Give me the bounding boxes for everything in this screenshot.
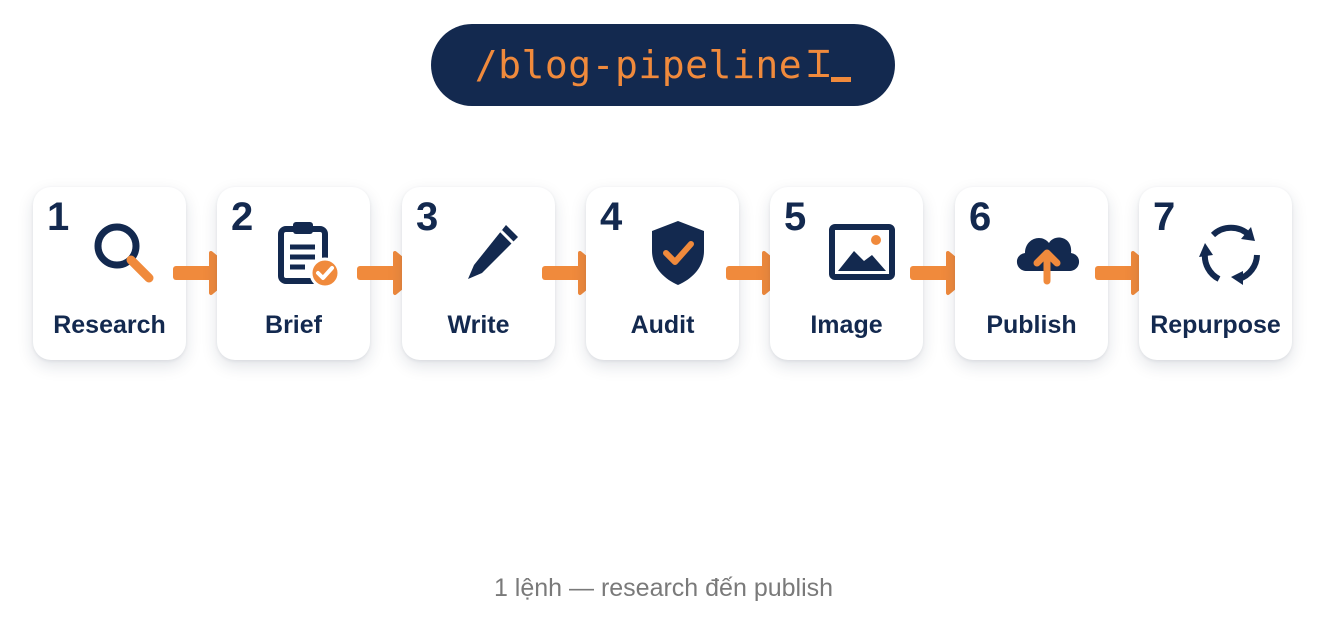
command-text: /blog-pipeline [474, 43, 803, 87]
step-label: Research [53, 311, 166, 339]
command-pill: /blog-pipeline Ɪ [431, 24, 895, 106]
step-number: 4 [600, 195, 623, 239]
step-number: 1 [47, 195, 70, 239]
cycle-arrows-icon [1191, 213, 1271, 293]
step-number: 6 [969, 195, 992, 239]
step-label: Publish [986, 311, 1077, 339]
step-number: 3 [416, 195, 439, 239]
step-label: Write [447, 311, 510, 339]
step-label: Brief [265, 311, 322, 339]
underscore-cursor-icon [831, 76, 852, 82]
cloud-upload-icon [1007, 213, 1087, 293]
step-number: 7 [1153, 195, 1176, 239]
text-cursor-icon: Ɪ [808, 42, 830, 86]
caption: 1 lệnh — research đến publish [493, 574, 834, 602]
pencil-icon [454, 213, 534, 293]
clipboard-check-icon [269, 213, 349, 293]
step-number: 5 [784, 195, 807, 239]
step-label: Audit [630, 311, 695, 339]
step-number: 2 [231, 195, 254, 239]
step-label: Repurpose [1150, 311, 1281, 339]
magnifier-icon [85, 213, 165, 293]
step-label: Image [810, 311, 883, 339]
shield-check-icon [638, 213, 718, 293]
image-icon [822, 213, 902, 293]
